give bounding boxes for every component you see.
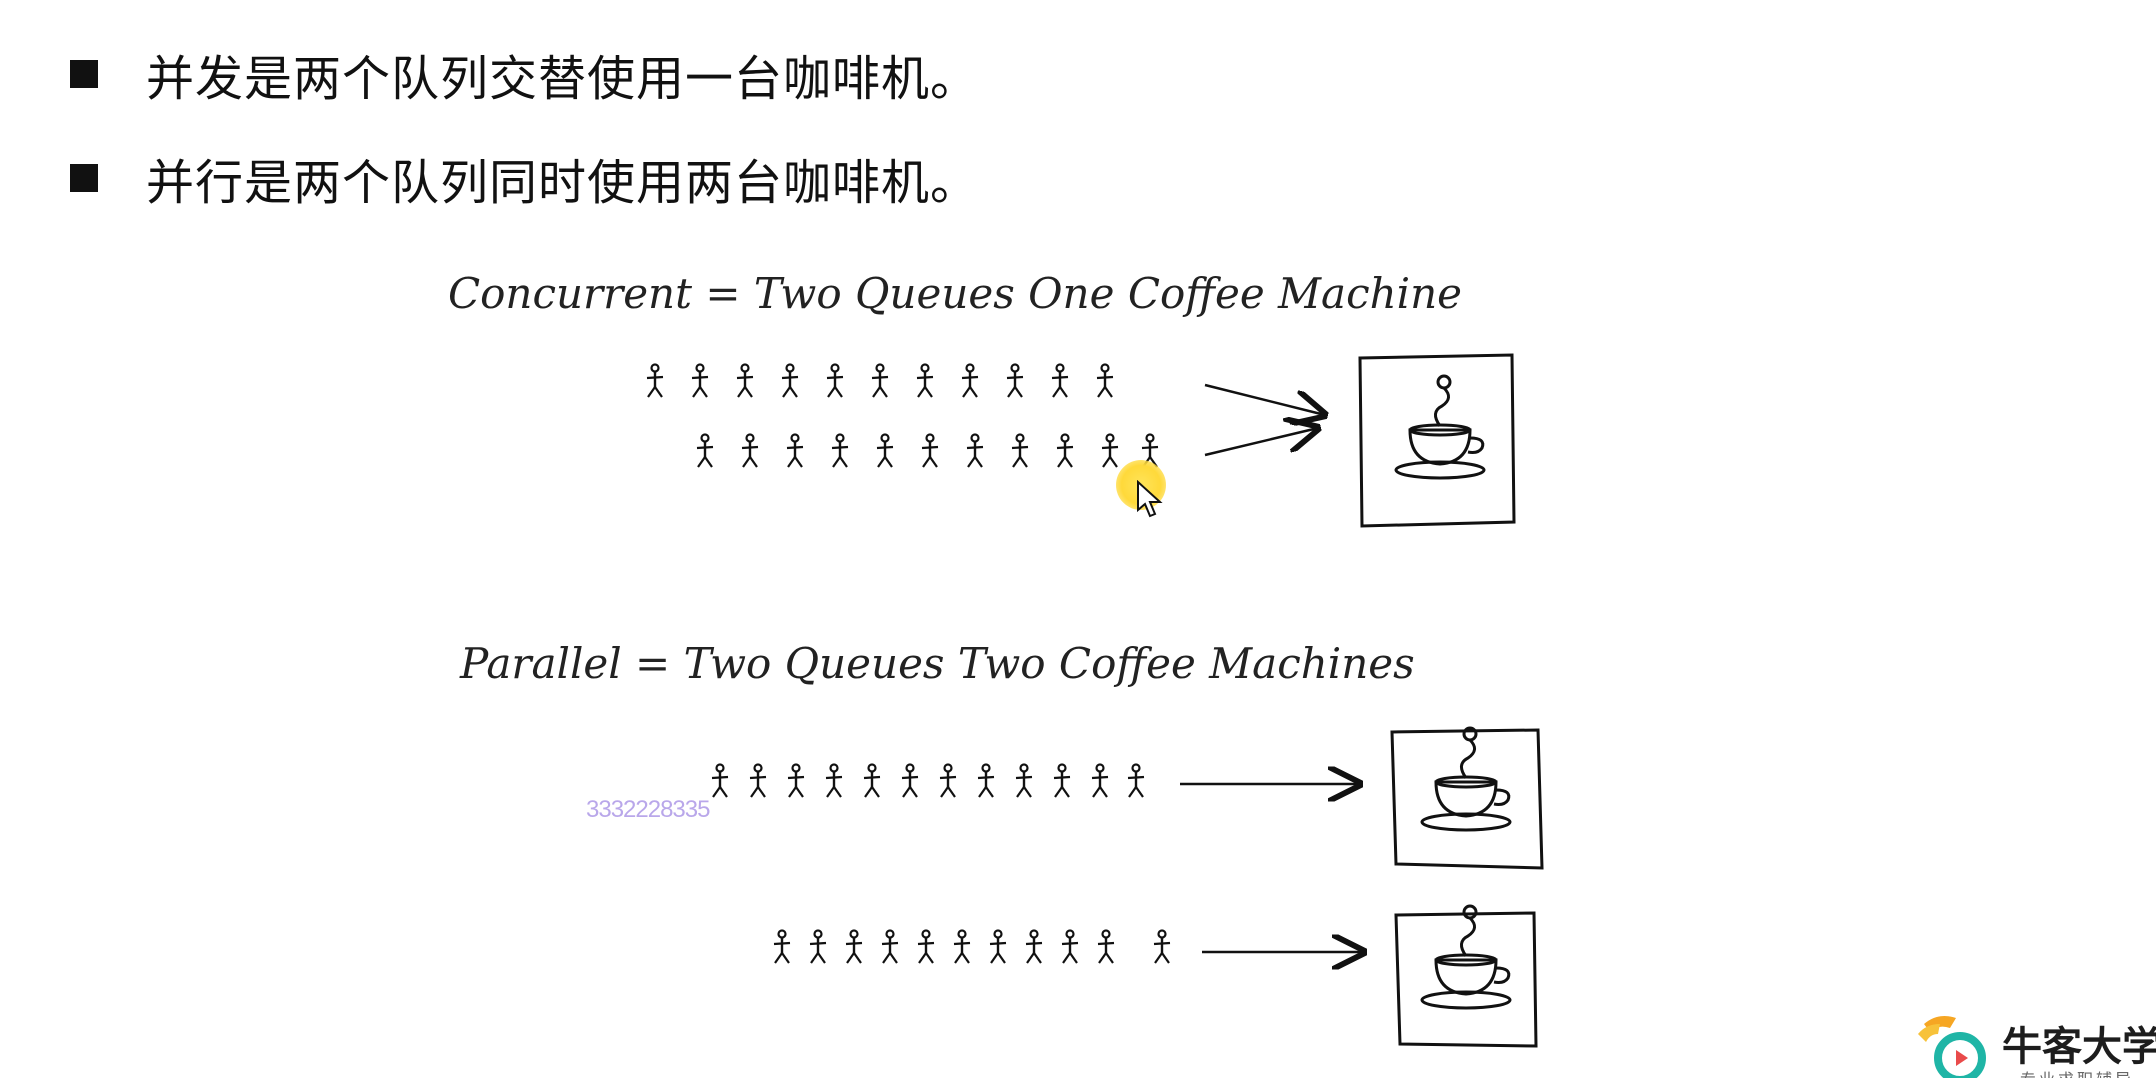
stick-figure-icon [920, 433, 940, 469]
stick-figure-icon [1126, 763, 1146, 799]
stick-figure-icon [645, 363, 665, 399]
coffee-machine-diagram: Concurrent = Two Queues One Coffee Machi… [448, 269, 1544, 1048]
stick-figure-icon [830, 433, 850, 469]
stick-figure-icon [1052, 763, 1072, 799]
stick-figure-icon [844, 929, 864, 965]
bullet-text: 并行是两个队列同时使用两台咖啡机。 [146, 155, 980, 211]
stick-figure-icon [772, 929, 792, 965]
bullet-text: 并发是两个队列交替使用一台咖啡机。 [146, 51, 980, 107]
mouse-pointer-icon [1137, 480, 1163, 518]
stick-figure-icon [1060, 929, 1080, 965]
square-bullet-icon [70, 60, 98, 88]
stick-figure-icon [780, 363, 800, 399]
stick-figure-icon [1152, 929, 1172, 965]
stick-figure-icon [1055, 433, 1075, 469]
stick-figure-icon [748, 763, 768, 799]
stick-figure-icon [1090, 763, 1110, 799]
queue-parallel-1 [710, 763, 1146, 799]
stick-figure-icon [1014, 763, 1034, 799]
stick-figure-icon [965, 433, 985, 469]
stick-figure-icon [808, 929, 828, 965]
queue-concurrent-1 [645, 363, 1115, 399]
stick-figure-icon [1024, 929, 1044, 965]
coffee-machine-box [1358, 353, 1516, 528]
stick-figure-icon [710, 763, 730, 799]
stick-figure-icon [1095, 363, 1115, 399]
brand-tagline: 专业求职辅导 [2020, 1066, 2134, 1078]
stick-figure-icon [915, 363, 935, 399]
bullet-item: 并行是两个队列同时使用两台咖啡机。 [70, 138, 979, 218]
coffee-machine-box [1394, 911, 1538, 1048]
stick-figure-icon [880, 929, 900, 965]
stick-figure-icon [1096, 929, 1116, 965]
stick-figure-icon [824, 763, 844, 799]
stick-figure-icon [916, 929, 936, 965]
bullet-item: 并发是两个队列交替使用一台咖啡机。 [70, 34, 979, 114]
stick-figure-icon [735, 363, 755, 399]
stick-figure-icon [976, 763, 996, 799]
stick-figure-icon [785, 433, 805, 469]
stick-figure-icon [1005, 363, 1025, 399]
watermark-id: 3332228335 [586, 796, 710, 823]
coffee-cup-icon [1420, 726, 1512, 832]
stick-figure-icon [938, 763, 958, 799]
coffee-cup-icon [1394, 374, 1486, 480]
parallel-caption: Parallel = Two Queues Two Coffee Machine… [459, 639, 1415, 688]
stick-figure-icon [825, 363, 845, 399]
square-bullet-icon [70, 164, 98, 192]
stick-figure-icon [1100, 433, 1120, 469]
stick-figure-icon [900, 763, 920, 799]
stick-figure-icon [875, 433, 895, 469]
stick-figure-icon [952, 929, 972, 965]
stick-figure-icon [786, 763, 806, 799]
arrow-icon [1204, 428, 1318, 457]
stick-figure-icon [870, 363, 890, 399]
stick-figure-icon [862, 763, 882, 799]
stick-figure-icon [1050, 363, 1070, 399]
niuke-logo-icon [1918, 1016, 1986, 1078]
coffee-cup-icon [1420, 904, 1512, 1010]
concurrent-caption: Concurrent = Two Queues One Coffee Machi… [448, 269, 1462, 318]
queue-concurrent-2 [695, 433, 1160, 469]
bullet-list: 并发是两个队列交替使用一台咖啡机。 并行是两个队列同时使用两台咖啡机。 [70, 34, 979, 242]
arrow-icon [1204, 383, 1325, 415]
queue-parallel-2 [772, 929, 1172, 965]
coffee-machine-box [1390, 728, 1544, 870]
stick-figure-icon [988, 929, 1008, 965]
brand-logo: 牛客大学 专业求职辅导 [1916, 1010, 2156, 1078]
stick-figure-icon [695, 433, 715, 469]
stick-figure-icon [690, 363, 710, 399]
stick-figure-icon [740, 433, 760, 469]
stick-figure-icon [1010, 433, 1030, 469]
brand-name: 牛客大学 [2002, 1024, 2156, 1070]
stick-figure-icon [960, 363, 980, 399]
